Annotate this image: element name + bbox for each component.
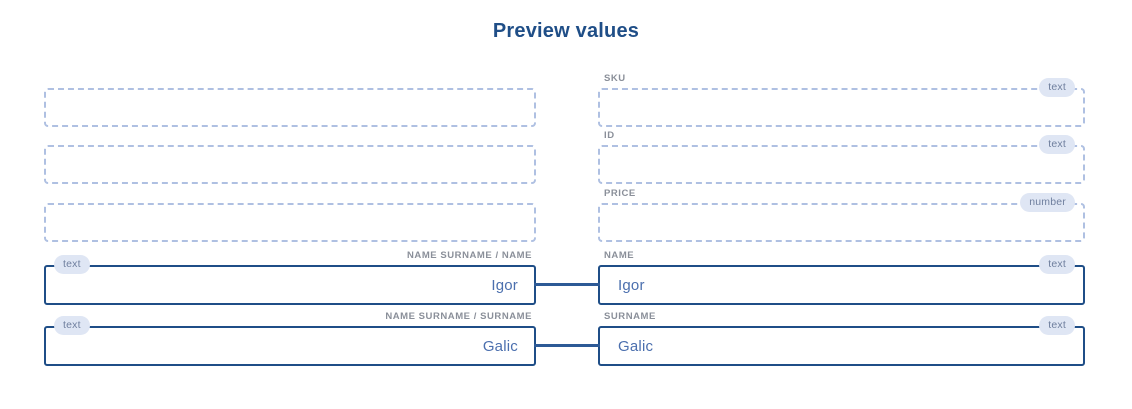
left-field-name[interactable]: NAME SURNAME / NAME text Igor	[44, 250, 536, 305]
left-field-1[interactable]	[44, 88, 536, 127]
left-field-2[interactable]	[44, 145, 536, 184]
right-field-price-type-badge: number	[1020, 193, 1075, 212]
right-field-id[interactable]: ID text	[598, 130, 1085, 184]
right-field-sku-label: SKU	[604, 73, 626, 84]
right-field-name-type-badge: text	[1039, 255, 1075, 274]
right-field-id-value	[598, 145, 1085, 184]
left-field-1-box	[44, 88, 536, 127]
left-field-surname[interactable]: NAME SURNAME / SURNAME text Galic	[44, 311, 536, 366]
page-title: Preview values	[492, 20, 640, 42]
left-field-3[interactable]	[44, 203, 536, 242]
right-field-id-box	[598, 145, 1085, 184]
right-field-surname-value: Galic	[618, 337, 654, 355]
right-field-sku-value	[598, 88, 1085, 127]
right-field-surname-type-badge: text	[1039, 316, 1075, 335]
left-field-name-type-badge: text	[54, 255, 90, 274]
right-field-id-type-badge: text	[1039, 135, 1075, 154]
left-field-3-value	[44, 203, 536, 242]
right-field-name[interactable]: NAME text Igor	[598, 250, 1085, 305]
right-field-price[interactable]: PRICE number	[598, 188, 1085, 242]
left-field-name-value: Igor	[491, 276, 518, 294]
left-field-surname-value: Galic	[482, 337, 518, 355]
right-field-sku[interactable]: SKU text	[598, 73, 1085, 127]
left-field-name-label: NAME SURNAME / NAME	[407, 250, 532, 261]
right-field-surname[interactable]: SURNAME text Galic	[598, 311, 1085, 366]
connector-surname	[534, 344, 600, 347]
right-field-price-box	[598, 203, 1085, 242]
connector-name	[534, 283, 600, 286]
left-field-2-box	[44, 145, 536, 184]
left-field-surname-label: NAME SURNAME / SURNAME	[385, 311, 532, 322]
right-field-name-label: NAME	[604, 250, 635, 261]
right-field-sku-type-badge: text	[1039, 78, 1075, 97]
right-field-surname-box	[598, 326, 1085, 366]
right-field-price-label: PRICE	[604, 188, 636, 199]
right-field-id-label: ID	[604, 130, 615, 141]
left-field-1-value	[44, 88, 536, 127]
right-field-sku-box	[598, 88, 1085, 127]
left-field-name-box	[44, 265, 536, 305]
left-field-surname-box	[44, 326, 536, 366]
left-field-3-box	[44, 203, 536, 242]
left-field-2-value	[44, 145, 536, 184]
right-field-surname-label: SURNAME	[604, 311, 656, 322]
left-field-surname-type-badge: text	[54, 316, 90, 335]
right-field-price-value	[598, 203, 1085, 242]
preview-board: NAME SURNAME / NAME text Igor NAME SURNA…	[0, 62, 1132, 409]
right-field-name-value: Igor	[618, 276, 645, 294]
